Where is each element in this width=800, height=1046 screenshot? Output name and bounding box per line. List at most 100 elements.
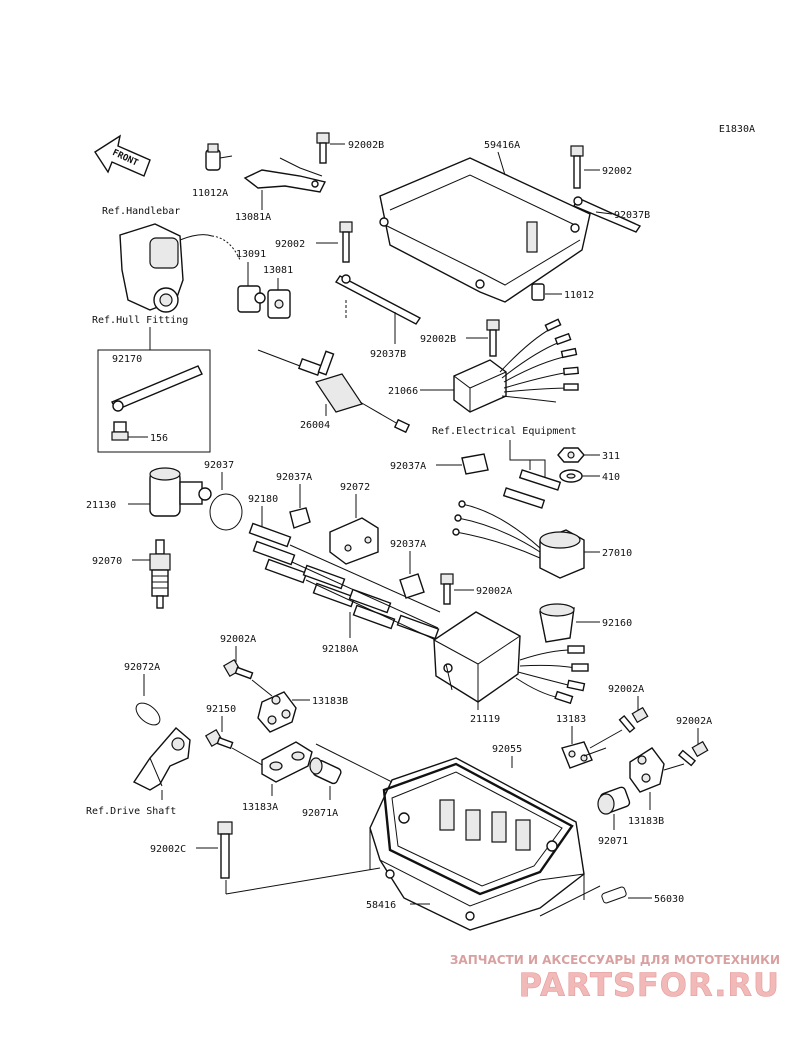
label-92002-mid: 92002 xyxy=(275,239,305,250)
label-92037: 92037 xyxy=(204,460,234,471)
boot-92160 xyxy=(539,603,575,643)
bolt-92002-top xyxy=(570,145,584,189)
ref-handlebar: Ref.Handlebar xyxy=(102,206,180,217)
spark-plug-92070 xyxy=(149,539,171,609)
label-92002A-3: 92002A xyxy=(608,684,644,695)
seal-56030 xyxy=(601,886,627,904)
clamp-92037 xyxy=(209,493,243,531)
strap-92072A xyxy=(135,702,161,726)
label-11012: 11012 xyxy=(564,290,594,301)
bushing-92071A xyxy=(309,757,342,785)
part-13081 xyxy=(267,289,291,319)
label-92037A-1: 92037A xyxy=(276,472,312,483)
coil-21130 xyxy=(149,467,212,517)
label-92037A-2: 92037A xyxy=(390,461,426,472)
watermark-tagline: ЗАПЧАСТИ И АКСЕССУАРЫ ДЛЯ МОТОТЕХНИКИ xyxy=(450,953,780,967)
label-92037B-right: 92037B xyxy=(614,210,650,221)
bolt-92002A-3 xyxy=(618,706,649,734)
bolt-92002A-4 xyxy=(677,740,709,767)
ref-drive-shaft: Ref.Drive Shaft xyxy=(86,806,176,817)
label-92160: 92160 xyxy=(602,618,632,629)
part-13091 xyxy=(237,285,266,313)
tubes-92180 xyxy=(248,522,441,643)
label-58416: 58416 xyxy=(366,900,396,911)
diagram-id: E1830A xyxy=(719,124,755,135)
label-56030: 56030 xyxy=(654,894,684,905)
ref-electrical: Ref.Electrical Equipment xyxy=(432,426,577,437)
case-58416 xyxy=(369,757,585,931)
label-92002-top: 92002 xyxy=(602,166,632,177)
label-92070: 92070 xyxy=(92,556,122,567)
label-92071A: 92071A xyxy=(302,808,338,819)
bolt-92002-mid xyxy=(339,221,353,263)
drive-shaft-bracket xyxy=(132,727,191,791)
label-92180: 92180 xyxy=(248,494,278,505)
bolt-92002B-top xyxy=(316,132,330,164)
label-92072: 92072 xyxy=(340,482,370,493)
grommet-11012 xyxy=(531,283,545,301)
watermark-logo: PARTSFOR.RU xyxy=(519,966,780,1004)
washer-410 xyxy=(559,469,583,483)
label-156: 156 xyxy=(150,433,168,444)
label-13091: 13091 xyxy=(236,249,266,260)
label-21119: 21119 xyxy=(470,714,500,725)
plate-13183 xyxy=(561,741,593,769)
label-13183B-1: 13183B xyxy=(312,696,348,707)
label-13183A: 13183A xyxy=(242,802,278,813)
label-92072A: 92072A xyxy=(124,662,160,673)
label-13183: 13183 xyxy=(556,714,586,725)
bolt-92002A-2 xyxy=(222,658,254,680)
label-21066: 21066 xyxy=(388,386,418,397)
label-92002C: 92002C xyxy=(150,844,186,855)
switch-11012A xyxy=(205,143,233,171)
cover-59416A xyxy=(379,157,591,303)
screw-92150 xyxy=(204,728,234,750)
label-13081: 13081 xyxy=(263,265,293,276)
label-92180A: 92180A xyxy=(322,644,358,655)
bolt-92002C xyxy=(217,821,233,879)
label-311: 311 xyxy=(602,451,620,462)
label-27010: 27010 xyxy=(602,548,632,559)
bracket-13081A xyxy=(243,157,327,193)
bushing-92071 xyxy=(597,786,631,815)
label-59416A: 59416A xyxy=(484,140,520,151)
label-21130: 21130 xyxy=(86,500,116,511)
label-92002A-4: 92002A xyxy=(676,716,712,727)
plate-13183A xyxy=(261,741,313,783)
rectifier-21066 xyxy=(453,318,579,413)
handlebar-switch-housing xyxy=(119,223,213,313)
label-11012A: 11012A xyxy=(192,188,228,199)
ignitor-21119 xyxy=(433,611,589,705)
label-92002A-1: 92002A xyxy=(476,586,512,597)
screw-156 xyxy=(111,421,129,441)
plate-13183B-2 xyxy=(629,747,665,793)
bolt-92002B-mid xyxy=(486,319,500,357)
label-92037A-3: 92037A xyxy=(390,539,426,550)
strap-92037B-right xyxy=(573,196,642,233)
label-92037B-mid: 92037B xyxy=(370,349,406,360)
strap-92037B-mid xyxy=(334,274,422,325)
hull-fitting-box xyxy=(97,349,211,453)
ref-hull-fitting: Ref.Hull Fitting xyxy=(92,315,188,326)
strap-92170 xyxy=(111,365,203,412)
clip-92037A-3 xyxy=(399,573,425,599)
label-92055: 92055 xyxy=(492,744,522,755)
block-92072 xyxy=(329,517,379,565)
label-92071: 92071 xyxy=(598,836,628,847)
plate-13183B-1 xyxy=(257,691,297,733)
label-13081A: 13081A xyxy=(235,212,271,223)
label-13183B-2: 13183B xyxy=(628,816,664,827)
cable-26004 xyxy=(257,349,411,434)
nut-311 xyxy=(557,447,585,463)
label-410: 410 xyxy=(602,472,620,483)
label-92150: 92150 xyxy=(206,704,236,715)
label-92002B-mid: 92002B xyxy=(420,334,456,345)
front-arrow-icon: FRONT xyxy=(94,134,151,177)
label-92170: 92170 xyxy=(112,354,142,365)
relay-27010 xyxy=(452,469,585,579)
clip-92037A-2 xyxy=(461,453,489,475)
label-26004: 26004 xyxy=(300,420,330,431)
label-92002B-top: 92002B xyxy=(348,140,384,151)
label-92002A-2: 92002A xyxy=(220,634,256,645)
